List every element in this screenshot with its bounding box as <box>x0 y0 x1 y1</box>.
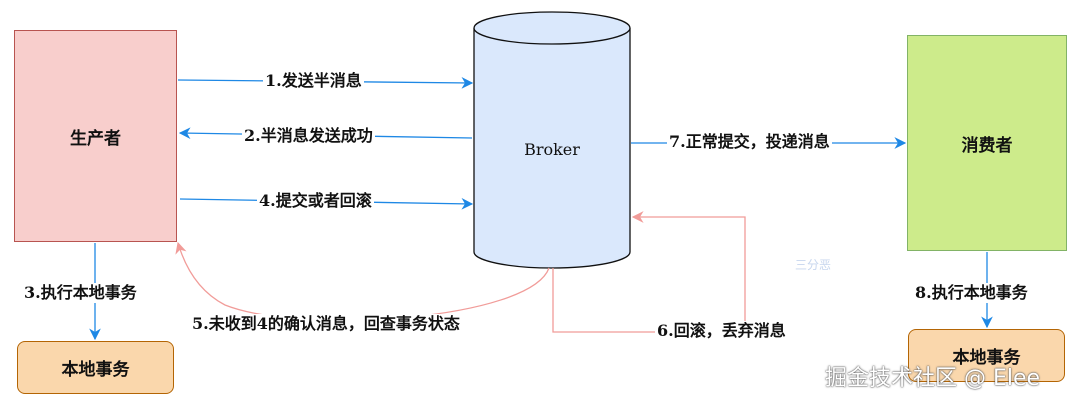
broker-cylinder <box>473 11 631 269</box>
watermark-footer: 掘金技术社区 @ Elee <box>825 366 1041 391</box>
edge-label-2: 2.半消息发送成功 <box>242 126 375 146</box>
consumer-local-transaction-node: 本地事务 <box>908 329 1065 382</box>
producer-local-label: 本地事务 <box>61 360 130 380</box>
producer-label: 生产者 <box>70 128 121 149</box>
consumer-node: 消费者 <box>907 35 1067 251</box>
edge-label-3: 3.执行本地事务 <box>22 283 139 303</box>
edge-label-4: 4.提交或者回滚 <box>257 191 374 211</box>
producer-node: 生产者 <box>14 30 177 242</box>
edge-label-6: 6.回滚，丢弃消息 <box>655 321 788 341</box>
edge-label-8: 8.执行本地事务 <box>913 283 1030 303</box>
watermark-logo: 三分恶 <box>795 256 831 273</box>
watermark-logo-text: 三分恶 <box>795 258 832 272</box>
broker-label: Broker <box>524 140 580 159</box>
consumer-local-label: 本地事务 <box>952 348 1021 368</box>
consumer-label: 消费者 <box>961 135 1013 156</box>
edge-label-7: 7.正常提交，投递消息 <box>667 132 832 152</box>
edge-label-1: 1.发送半消息 <box>263 71 364 91</box>
producer-local-transaction-node: 本地事务 <box>17 341 174 394</box>
edge-label-5: 5.未收到4的确认消息，回查事务状态 <box>190 314 462 334</box>
